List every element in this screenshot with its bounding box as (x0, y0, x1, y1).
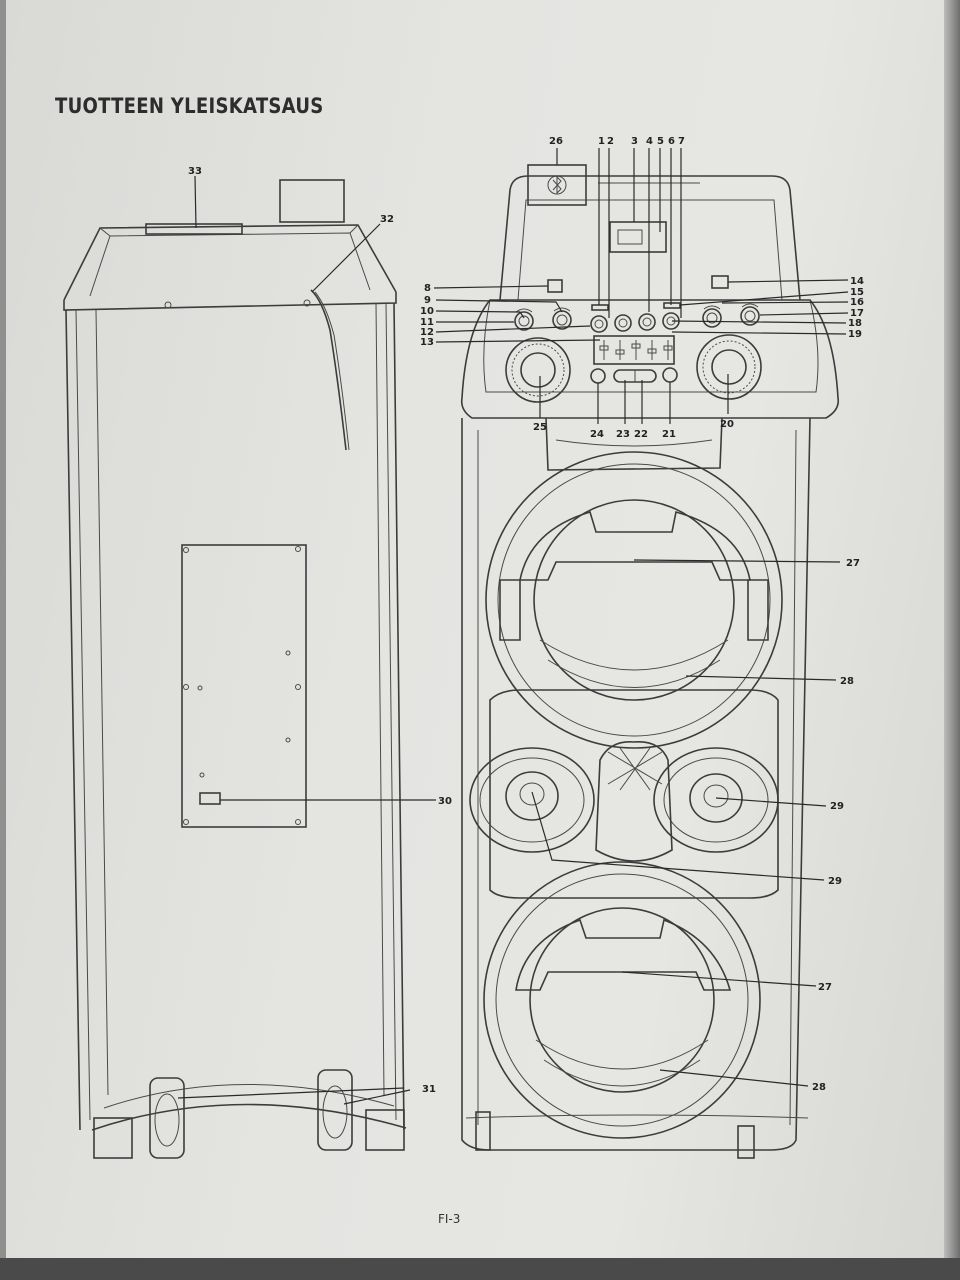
back-wheel-left (149, 1077, 185, 1159)
sd-slot (663, 302, 681, 309)
callout-28-upper: 28 (840, 676, 854, 687)
callout-32: 32 (380, 214, 394, 225)
control-buttons (590, 312, 680, 333)
back-body-right (393, 302, 405, 1131)
mic-button (590, 368, 606, 384)
page-number: FI-3 (438, 1212, 461, 1226)
jog-wheel-right (696, 334, 762, 400)
bluetooth-icon (547, 175, 567, 195)
lower-woofer (483, 861, 761, 1139)
back-power-socket (199, 792, 221, 805)
leader-lines (177, 148, 849, 1105)
callout-1: 1 (598, 136, 605, 147)
input-socket-left (547, 279, 563, 293)
back-base-arc (91, 1103, 407, 1131)
callout-21: 21 (662, 429, 676, 440)
callout-7: 7 (678, 136, 685, 147)
callout-33: 33 (188, 166, 202, 177)
upper-woofer (485, 451, 783, 749)
callout-3: 3 (631, 136, 638, 147)
back-foot-right (365, 1109, 405, 1151)
right-knobs (702, 303, 760, 328)
callout-2: 2 (607, 136, 614, 147)
callout-8: 8 (424, 283, 431, 294)
callout-26: 26 (549, 136, 563, 147)
callout-12: 12 (420, 327, 434, 338)
callout-20: 20 (720, 419, 734, 430)
bass-port (595, 741, 673, 862)
front-body (461, 417, 811, 1151)
callout-5: 5 (657, 136, 664, 147)
jog-wheel-left (505, 337, 571, 403)
callout-11: 11 (420, 317, 434, 328)
callout-24: 24 (590, 429, 604, 440)
back-handle-block (279, 179, 345, 223)
callout-25: 25 (533, 422, 547, 433)
tweeter-right (653, 747, 779, 853)
callout-17: 17 (850, 308, 864, 319)
callout-30: 30 (438, 796, 452, 807)
callout-29-right: 29 (830, 801, 844, 812)
input-socket-right (711, 275, 729, 289)
callout-19: 19 (848, 329, 862, 340)
back-top-cap (63, 224, 397, 301)
tweeter-left (469, 747, 595, 853)
callout-4: 4 (646, 136, 653, 147)
usb-slot (591, 304, 609, 311)
front-view (460, 164, 840, 1159)
page-title: TUOTTEEN YLEISKATSAUS (55, 94, 324, 118)
callout-31: 31 (422, 1084, 436, 1095)
control-panel (460, 299, 840, 419)
callout-14: 14 (850, 276, 864, 287)
callout-29-left: 29 (828, 876, 842, 887)
mode-button (662, 367, 678, 383)
equalizer (593, 335, 675, 365)
callout-27-upper: 27 (846, 558, 860, 569)
page-edge (944, 0, 960, 1280)
front-foot-right (737, 1125, 755, 1159)
back-panel (181, 544, 307, 828)
back-wheel-right (317, 1069, 353, 1151)
back-body-left (65, 309, 81, 1131)
callout-labels: 1 2 3 4 5 6 7 8 9 10 11 12 13 14 15 16 1… (188, 136, 864, 1095)
back-cable (310, 289, 347, 451)
callout-15: 15 (850, 287, 864, 298)
display-window (609, 221, 667, 253)
back-top-slot (145, 223, 243, 235)
front-foot-left (475, 1111, 491, 1151)
callout-27-lower: 27 (818, 982, 832, 993)
callout-6: 6 (668, 136, 675, 147)
middle-panel (489, 689, 779, 899)
callout-10: 10 (420, 306, 434, 317)
callout-28-lower: 28 (812, 1082, 826, 1093)
callout-22: 22 (634, 429, 648, 440)
front-handle (499, 175, 801, 301)
back-foot-left (93, 1117, 133, 1159)
table-shadow (0, 1258, 960, 1280)
callout-16: 16 (850, 297, 864, 308)
callout-18: 18 (848, 318, 862, 329)
back-view (63, 179, 407, 1159)
callout-9: 9 (424, 295, 431, 306)
callout-23: 23 (616, 429, 630, 440)
callout-13: 13 (420, 337, 434, 348)
